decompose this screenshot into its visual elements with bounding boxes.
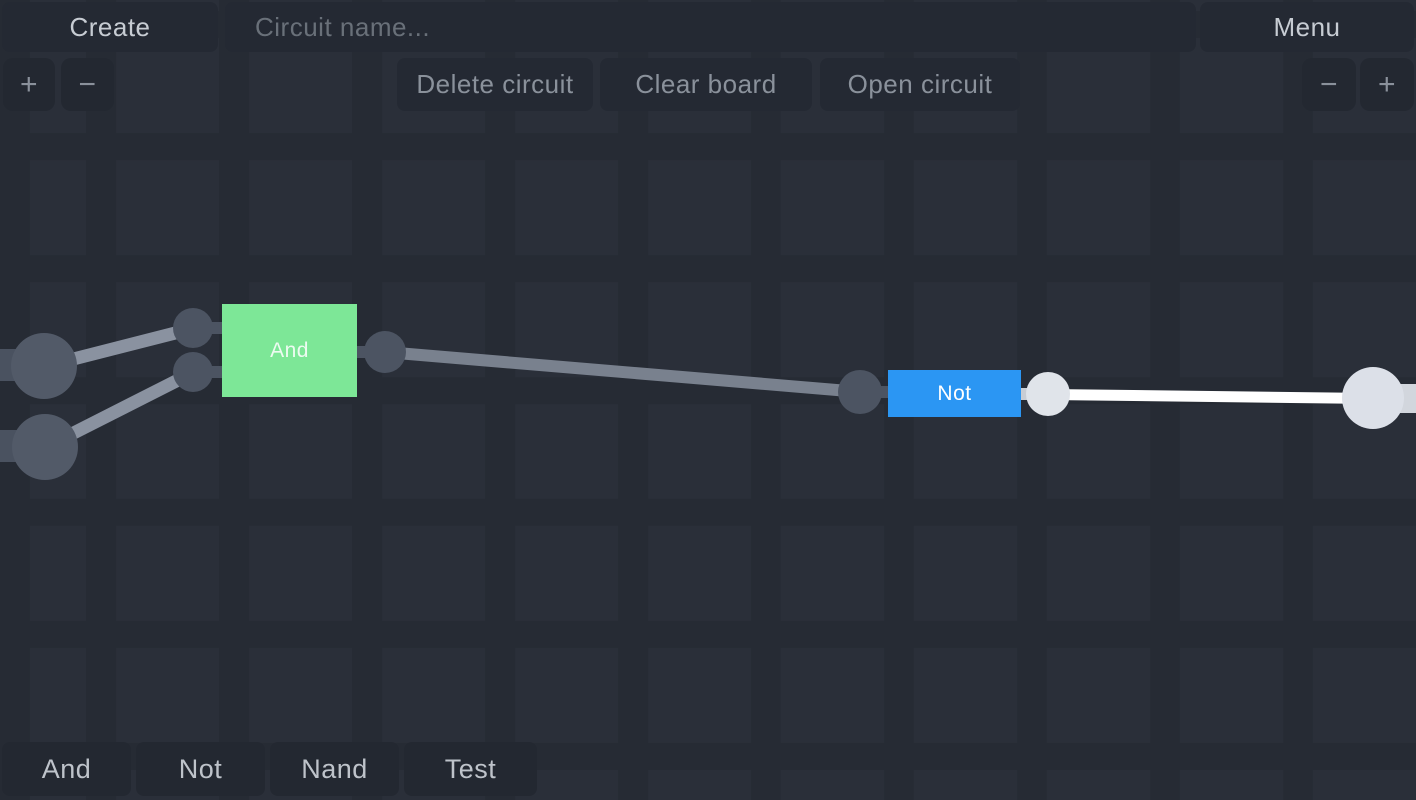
palette-item-test[interactable]: Test <box>404 742 537 796</box>
palette-item-not[interactable]: Not <box>136 742 265 796</box>
and-gate-label: And <box>270 338 309 362</box>
zoom-out-right-button[interactable]: − <box>1302 58 1356 111</box>
and-input-node-1[interactable] <box>173 308 213 348</box>
wire-not-to-output[interactable] <box>1047 388 1374 404</box>
input-terminal-2[interactable] <box>12 414 78 480</box>
delete-circuit-button[interactable]: Delete circuit <box>397 58 593 111</box>
not-input-node[interactable] <box>838 370 882 414</box>
and-gate[interactable]: And <box>222 304 357 397</box>
create-button[interactable]: Create <box>2 2 218 52</box>
not-gate-label: Not <box>937 381 972 405</box>
and-output-node[interactable] <box>364 331 406 373</box>
open-circuit-button[interactable]: Open circuit <box>820 58 1020 111</box>
not-output-node[interactable] <box>1026 372 1070 416</box>
clear-board-button[interactable]: Clear board <box>600 58 812 111</box>
zoom-out-left-button[interactable]: − <box>61 58 114 111</box>
palette-item-nand[interactable]: Nand <box>270 742 399 796</box>
palette-item-and[interactable]: And <box>2 742 131 796</box>
zoom-in-right-button[interactable]: + <box>1360 58 1414 111</box>
output-terminal[interactable] <box>1342 367 1404 429</box>
wire-and-to-not[interactable] <box>384 346 861 398</box>
zoom-in-left-button[interactable]: + <box>3 58 55 111</box>
input-terminal-1[interactable] <box>11 333 77 399</box>
and-input-node-2[interactable] <box>173 352 213 392</box>
not-gate[interactable]: Not <box>888 370 1021 417</box>
circuit-name-input[interactable] <box>225 2 1196 52</box>
menu-button[interactable]: Menu <box>1200 2 1414 52</box>
